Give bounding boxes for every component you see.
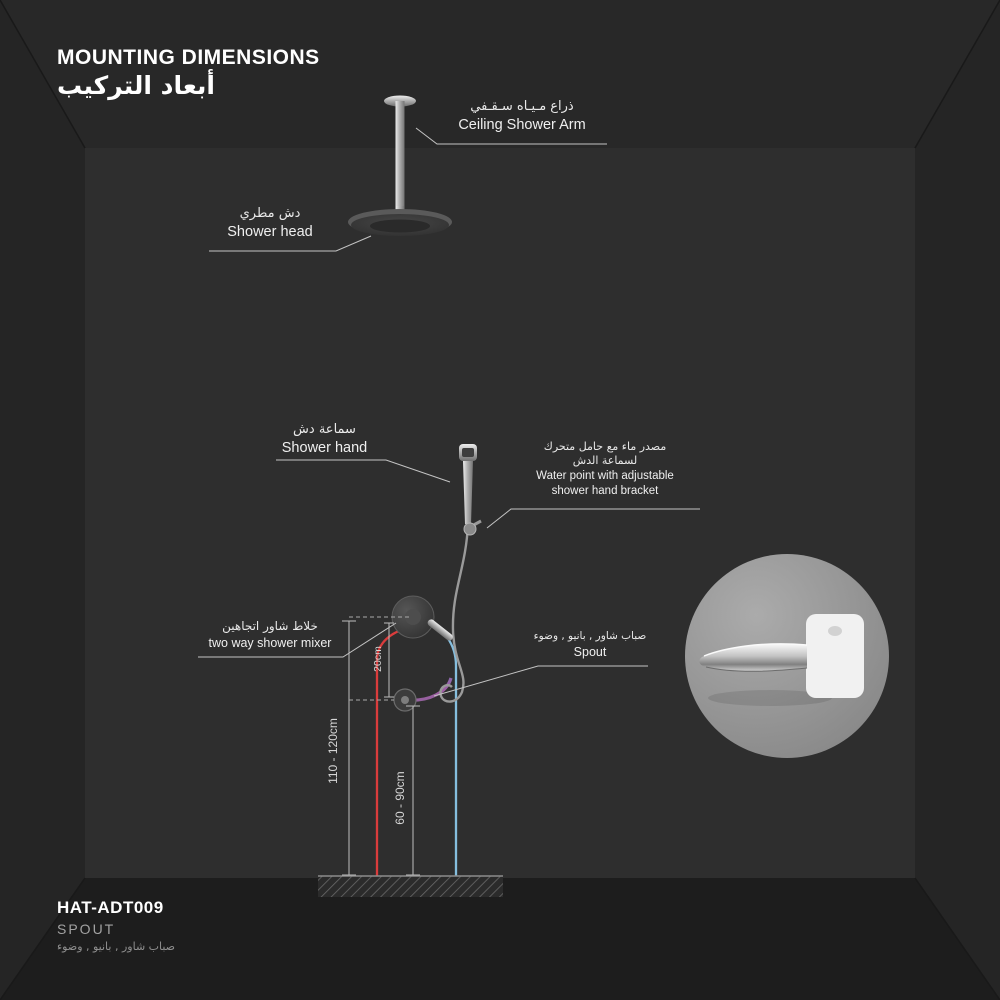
spout-underside xyxy=(705,666,808,672)
floor xyxy=(318,875,503,897)
box-bottom-wall xyxy=(0,878,1000,1000)
ceiling-shower-arm xyxy=(384,95,416,213)
spout-body xyxy=(699,643,807,672)
leader-shower-hand xyxy=(276,459,451,483)
hand-shower xyxy=(459,444,482,536)
spout-valve-cap xyxy=(401,696,409,704)
mixer-handle xyxy=(427,619,453,641)
mixer-cap xyxy=(405,609,421,625)
floor-hatch xyxy=(318,876,503,897)
leader-mixer xyxy=(198,622,397,658)
shower-assembly xyxy=(318,95,503,897)
spout-inset xyxy=(685,554,889,758)
spout-wall-plate xyxy=(806,614,864,698)
leader-ceiling-arm xyxy=(415,127,607,145)
dim-text-110-120: 110 - 120cm xyxy=(326,718,340,784)
ceiling-arm-pipe xyxy=(395,101,405,213)
box-top-wall xyxy=(0,0,1000,148)
dim-text-20: 20cm xyxy=(372,646,384,672)
inset-shadow xyxy=(708,690,832,706)
leader-water-point xyxy=(486,508,700,529)
dim-text-60-90: 60 - 90cm xyxy=(393,771,407,824)
hand-shower-bracket xyxy=(463,522,477,536)
spout-highlight xyxy=(703,643,808,657)
spout-logo-mark xyxy=(828,626,842,636)
box-right-wall xyxy=(915,0,1000,1000)
box-left-wall xyxy=(0,0,85,1000)
hand-shower-handle xyxy=(463,461,473,524)
shower-head xyxy=(348,206,452,236)
leader-spout xyxy=(433,665,648,697)
leader-shower-head xyxy=(209,235,372,252)
leader-lines xyxy=(198,127,700,697)
two-way-mixer xyxy=(391,595,453,641)
box-back-wall xyxy=(85,148,915,878)
hand-shower-face xyxy=(462,448,474,457)
hand-shower-hose xyxy=(439,523,470,703)
shower-head-inner xyxy=(370,219,430,233)
dimension-lines: 110 - 120cm 60 - 90cm 20cm xyxy=(326,616,420,876)
